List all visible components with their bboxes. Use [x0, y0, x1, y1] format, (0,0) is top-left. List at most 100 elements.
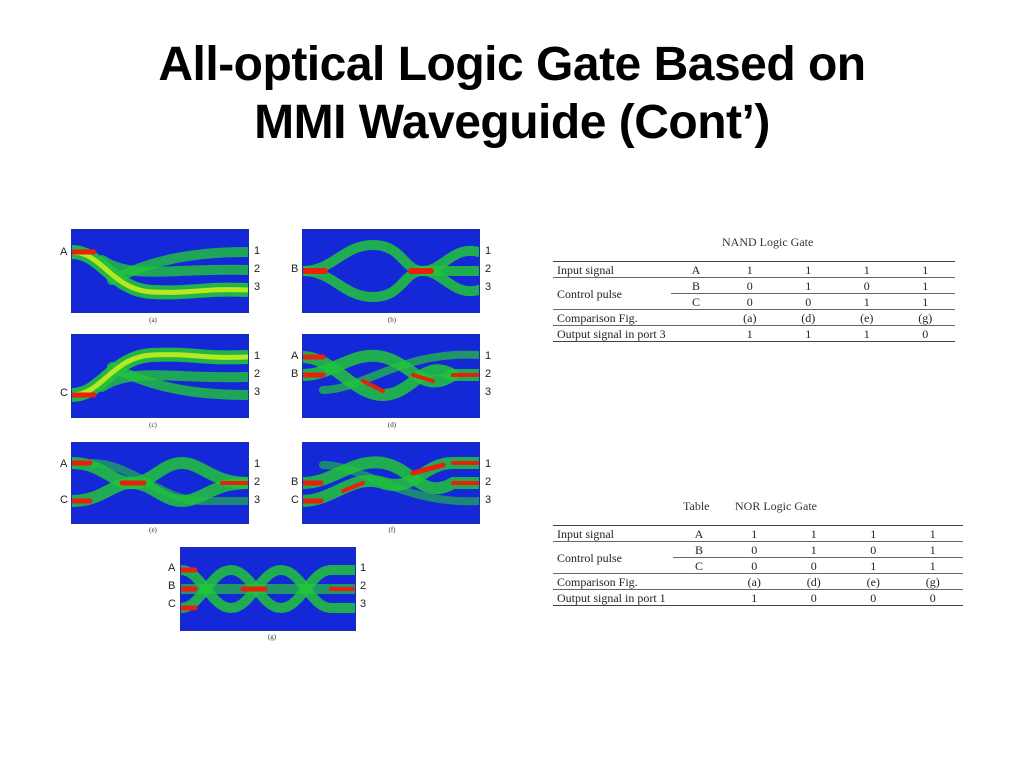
figure-g-left-label-3: C: [168, 598, 176, 610]
value-cell: 1: [778, 325, 838, 342]
figure-c-right-label-2: 2: [254, 368, 261, 380]
figure-d-right-label-3: 3: [485, 386, 492, 398]
value-cell: 1: [721, 261, 779, 278]
row-label: Control pulse: [553, 277, 671, 310]
waveguide-field-f: [302, 442, 480, 524]
figure-e-caption: (e): [149, 526, 157, 534]
figure-g-left-label-2: B: [168, 580, 176, 592]
value-cell: 1: [895, 277, 955, 294]
value-cell: 0: [783, 557, 844, 574]
slide-title-line-2: MMI Waveguide (Cont’): [254, 96, 770, 149]
value-cell: 1: [895, 261, 955, 278]
figure-a-right-label-3: 3: [254, 281, 261, 293]
value-cell: 0: [843, 589, 903, 606]
row-label: Input signal: [553, 525, 673, 542]
port-cell: C: [671, 293, 721, 310]
figure-b-left-label-1: B: [291, 263, 299, 275]
figure-e-right-label-1: 1: [254, 458, 261, 470]
figure-e-right-label-3: 3: [254, 494, 261, 506]
table-row: Output signal in port 1 1 0 0 0: [553, 589, 963, 606]
figure-a-caption: (a): [149, 316, 157, 324]
table-row: Control pulse B 0 1 0 1: [553, 277, 955, 310]
value-cell: 0: [725, 557, 784, 574]
value-cell: 1: [725, 589, 784, 606]
figure-g-right-label-2: 2: [360, 580, 367, 592]
value-cell: 1: [725, 525, 784, 542]
value-cell: 0: [721, 293, 779, 310]
value-cell: (d): [783, 573, 844, 590]
slide-title: All-optical Logic Gate Based on MMI Wave…: [0, 36, 1024, 152]
port-cell: A: [673, 525, 725, 542]
value-cell: (e): [837, 309, 896, 326]
figure-e-right-label-2: 2: [254, 476, 261, 488]
waveguide-field-c: [71, 334, 249, 418]
row-label: Output signal in port 1: [553, 589, 725, 606]
value-cell: 1: [837, 293, 896, 310]
table-row: Comparison Fig. (a) (d) (e) (g): [553, 309, 955, 326]
slide-title-line-1: All-optical Logic Gate Based on: [158, 38, 866, 91]
port-cell: B: [673, 541, 725, 558]
value-cell: 1: [843, 525, 903, 542]
value-cell: 0: [895, 325, 955, 342]
row-label: Comparison Fig.: [553, 309, 721, 326]
table-row: C 0 0 1 1: [553, 557, 963, 574]
figure-f-right-label-1: 1: [485, 458, 492, 470]
figure-d-caption: (d): [387, 421, 397, 429]
table-row: Input signal A 1 1 1 1: [553, 261, 955, 278]
figure-g-right-label-3: 3: [360, 598, 367, 610]
value-cell: 1: [721, 325, 779, 342]
value-cell: (d): [778, 309, 838, 326]
figure-g-left-label-1: A: [168, 562, 176, 574]
value-cell: 0: [783, 589, 844, 606]
value-cell: 1: [902, 525, 963, 542]
value-cell: 1: [778, 277, 838, 294]
value-cell: 0: [843, 541, 903, 558]
figure-e-left-label-1: A: [60, 458, 68, 470]
value-cell: 0: [902, 589, 963, 606]
value-cell: 1: [895, 293, 955, 310]
row-label: Input signal: [553, 261, 671, 278]
figure-f-caption: (f): [388, 526, 396, 534]
nor-table-title-prefix: Table: [683, 499, 710, 513]
row-label: Output signal in port 3: [553, 325, 721, 342]
figure-c-caption: (c): [149, 421, 157, 429]
figure-d-left-label-2: B: [291, 368, 299, 380]
value-cell: 1: [837, 325, 896, 342]
figure-d-right-label-2: 2: [485, 368, 492, 380]
value-cell: 0: [837, 277, 896, 294]
figure-b-right-label-2: 2: [485, 263, 492, 275]
figure-c-right-label-1: 1: [254, 350, 261, 362]
figure-a-left-label-1: A: [60, 246, 68, 258]
figure-a-right-label-2: 2: [254, 263, 261, 275]
value-cell: 1: [902, 541, 963, 558]
row-label: Control pulse: [553, 541, 673, 574]
waveguide-field-a: [71, 229, 249, 313]
table-row: Control pulse B 0 1 0 1: [553, 541, 963, 574]
waveguide-field-d: [302, 334, 480, 418]
value-cell: 1: [783, 525, 844, 542]
figure-f-right-label-3: 3: [485, 494, 492, 506]
figure-e-left-label-2: C: [60, 494, 68, 506]
figure-d-right-label-1: 1: [485, 350, 492, 362]
figure-c-right-label-3: 3: [254, 386, 261, 398]
table-row: Input signal A 1 1 1 1: [553, 525, 963, 542]
value-cell: 0: [778, 293, 838, 310]
value-cell: 1: [843, 557, 903, 574]
value-cell: (a): [721, 309, 779, 326]
port-cell: B: [671, 277, 721, 294]
figure-f-left-label-2: C: [291, 494, 299, 506]
nor-truth-table: Input signal A 1 1 1 1 Control pulse B 0…: [553, 525, 963, 606]
table-row: Comparison Fig. (a) (d) (e) (g): [553, 573, 963, 590]
value-cell: (a): [725, 573, 784, 590]
figure-f-right-label-2: 2: [485, 476, 492, 488]
nor-table-title: NOR Logic Gate: [735, 499, 817, 513]
value-cell: 1: [837, 261, 896, 278]
figure-b-right-label-1: 1: [485, 245, 492, 257]
figure-a-right-label-1: 1: [254, 245, 261, 257]
port-cell: A: [671, 261, 721, 278]
figure-f-left-label-1: B: [291, 476, 299, 488]
nand-truth-table: Input signal A 1 1 1 1 Control pulse B 0…: [553, 261, 955, 342]
value-cell: 1: [783, 541, 844, 558]
port-cell: C: [673, 557, 725, 574]
waveguide-field-g: [180, 547, 356, 631]
